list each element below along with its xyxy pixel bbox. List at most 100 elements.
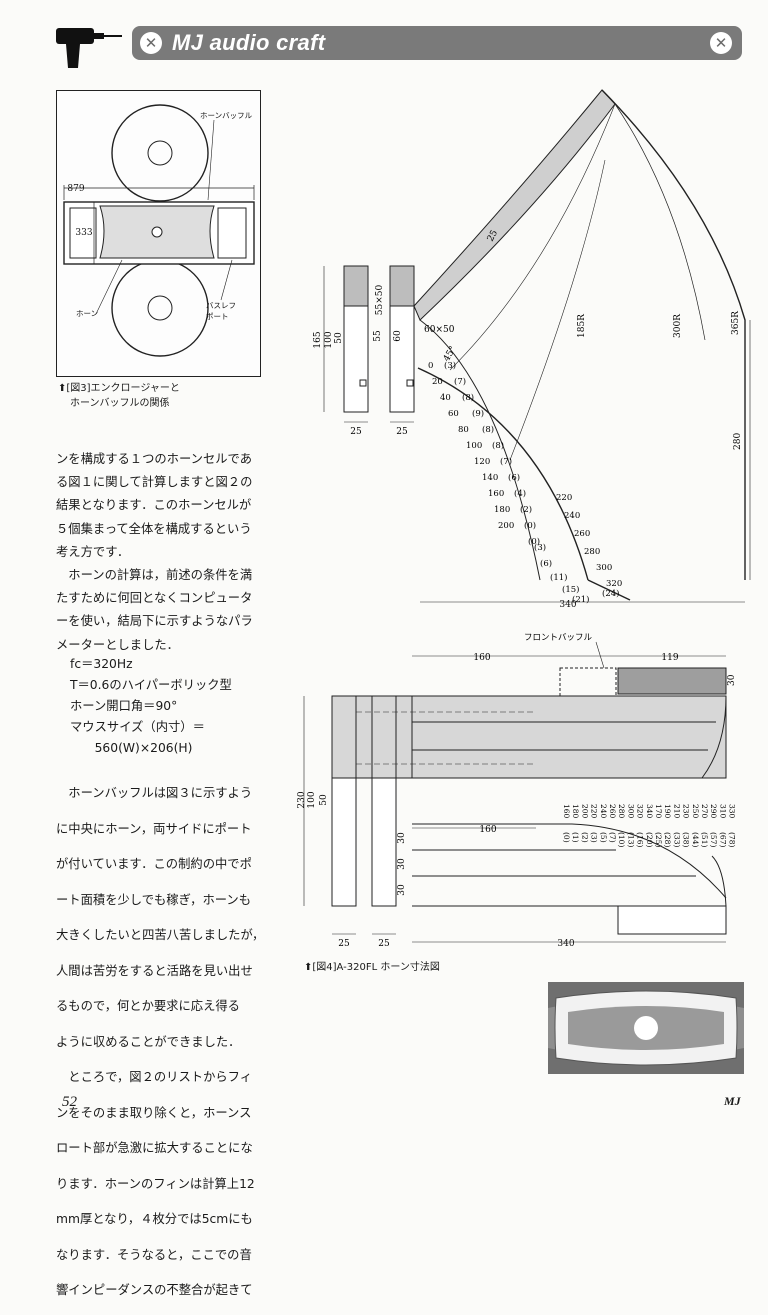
figure-3: 879 333 ホーンバッフル ホーン バスレフ ポート	[56, 90, 262, 382]
fig4-scale-bottom-label: (38)	[682, 832, 691, 847]
fig4-scale-bottom-label: (2)	[580, 832, 589, 843]
horn-fan-diagram: 165 100 50 55×50 55 60 60×50 45° 25 25 2…	[300, 80, 760, 624]
svg-text:180: 180	[494, 505, 510, 515]
fig4-scale-top-label: 280	[617, 804, 626, 819]
fig4-scale-bottom-label: (33)	[672, 832, 681, 847]
svg-text:(0): (0)	[528, 536, 540, 547]
up-arrow-icon: ⬆	[304, 962, 313, 973]
fig4-scale-bottom-label: (16)	[636, 832, 645, 847]
figure-4: フロントバッフル 160 119 30 160 230 100 50 30 3	[296, 628, 766, 962]
svg-text:280: 280	[584, 547, 600, 557]
svg-text:160: 160	[473, 653, 490, 663]
header-bar	[132, 26, 742, 60]
svg-text:50: 50	[319, 794, 329, 806]
svg-text:100: 100	[307, 791, 317, 808]
fig4-scale-top-label: 190	[663, 804, 672, 819]
svg-text:25: 25	[350, 427, 362, 437]
label-bass-reflex-1: バスレフ	[206, 301, 236, 310]
svg-text:30: 30	[397, 884, 407, 896]
svg-text:(21): (21)	[572, 594, 589, 605]
fig4-scale-bottom-label: (1)	[571, 832, 580, 843]
up-arrow-icon: ⬆	[58, 383, 67, 394]
svg-text:280: 280	[733, 433, 743, 450]
svg-text:(15): (15)	[562, 584, 579, 595]
fig4-scale-top-label: 260	[608, 804, 617, 819]
svg-text:60×50: 60×50	[424, 325, 455, 335]
fig3-dim-width: 879	[67, 184, 84, 194]
drill-icon	[52, 24, 124, 74]
svg-text:30: 30	[397, 832, 407, 844]
fig4-scale-top-label: 300	[626, 804, 635, 819]
svg-text:60: 60	[448, 409, 459, 419]
svg-text:40: 40	[440, 393, 451, 403]
close-icon: ✕	[710, 32, 732, 54]
fig4-scale-bottom-label: (28)	[663, 832, 672, 847]
svg-text:(6): (6)	[540, 558, 552, 569]
fig4-scale-bottom-label: (51)	[700, 832, 709, 847]
svg-text:230: 230	[297, 791, 307, 808]
svg-text:140: 140	[482, 473, 498, 483]
svg-text:50: 50	[334, 332, 344, 344]
fig4-scale-bottom-label: (10)	[617, 832, 626, 847]
svg-text:25: 25	[378, 939, 390, 949]
header-title: MJ audio craft	[172, 30, 326, 55]
svg-text:(11): (11)	[550, 572, 567, 583]
svg-text:20: 20	[432, 377, 443, 387]
label-horn-baffle: ホーンバッフル	[200, 111, 253, 120]
svg-text:100: 100	[324, 331, 334, 348]
svg-text:320: 320	[606, 579, 622, 589]
svg-text:(0): (0)	[524, 520, 536, 531]
svg-text:55: 55	[373, 330, 383, 342]
fig4-scale-top-label: 310	[718, 804, 727, 819]
fig4-scale-bottom-label: (7)	[608, 832, 617, 843]
svg-text:120: 120	[474, 457, 490, 467]
fig4-scale-top-label: 250	[691, 804, 700, 819]
svg-text:80: 80	[458, 425, 469, 435]
svg-text:(6): (6)	[508, 472, 520, 483]
body-text-2: ホーンバッフルは図３に示すように中央にホーン，両サイドにポートが付いています．こ…	[56, 786, 265, 1298]
svg-text:185R: 185R	[577, 314, 587, 338]
fig4-scale-bottom-label: (5)	[599, 832, 608, 843]
footer-mj: MJ	[724, 1094, 741, 1108]
svg-text:(9): (9)	[472, 408, 484, 419]
svg-text:(8): (8)	[462, 392, 474, 403]
svg-text:300R: 300R	[673, 314, 683, 338]
fig3-caption: ⬆[図3]エンクロージャーと ホーンバッフルの関係	[58, 383, 180, 409]
fig4-scale-bottom-label: (78)	[728, 832, 737, 847]
fig4-scale-top-label: 330	[728, 804, 737, 819]
svg-text:25: 25	[486, 228, 500, 243]
close-icon: ✕	[140, 32, 162, 54]
fig4-scale-top-label: 210	[672, 804, 681, 819]
svg-text:165: 165	[313, 331, 323, 348]
fig4-scale-bottom-label: (44)	[691, 832, 700, 847]
svg-text:119: 119	[661, 653, 678, 663]
fig4-scale-top-label: 340	[645, 804, 654, 819]
svg-text:260: 260	[574, 529, 590, 539]
label-front-baffle: フロントバッフル	[524, 633, 593, 643]
svg-text:(7): (7)	[500, 456, 512, 467]
fig3-dim-height: 333	[75, 228, 92, 238]
fig4-scale-top-label: 220	[590, 804, 599, 819]
fig4-scale-bottom-label: (20)	[645, 832, 654, 847]
fig4-scale-bottom-label: (13)	[626, 832, 635, 847]
svg-text:(3): (3)	[534, 542, 546, 553]
svg-text:(8): (8)	[492, 440, 504, 451]
fig4-scale-bottom-label: (25)	[654, 832, 663, 847]
fig4-scale: 160(0)180(1)200(2)220(3)240(5)260(7)280(…	[560, 802, 740, 858]
svg-text:(24): (24)	[602, 588, 619, 599]
fig4-scale-top-label: 290	[709, 804, 718, 819]
svg-text:365R: 365R	[731, 311, 741, 335]
label-bass-reflex-2: ポート	[206, 312, 229, 321]
horn-front-view	[548, 982, 744, 1078]
svg-text:25: 25	[396, 427, 408, 437]
svg-text:55×50: 55×50	[375, 285, 385, 316]
svg-text:300: 300	[596, 563, 612, 573]
fig4-scale-top-label: 170	[654, 804, 663, 819]
svg-text:30: 30	[727, 674, 737, 686]
svg-text:240: 240	[564, 511, 580, 521]
svg-text:0: 0	[428, 361, 433, 371]
page-number: 52	[62, 1094, 77, 1110]
fig4-scale-top-label: 180	[571, 804, 580, 819]
svg-text:25: 25	[338, 939, 350, 949]
